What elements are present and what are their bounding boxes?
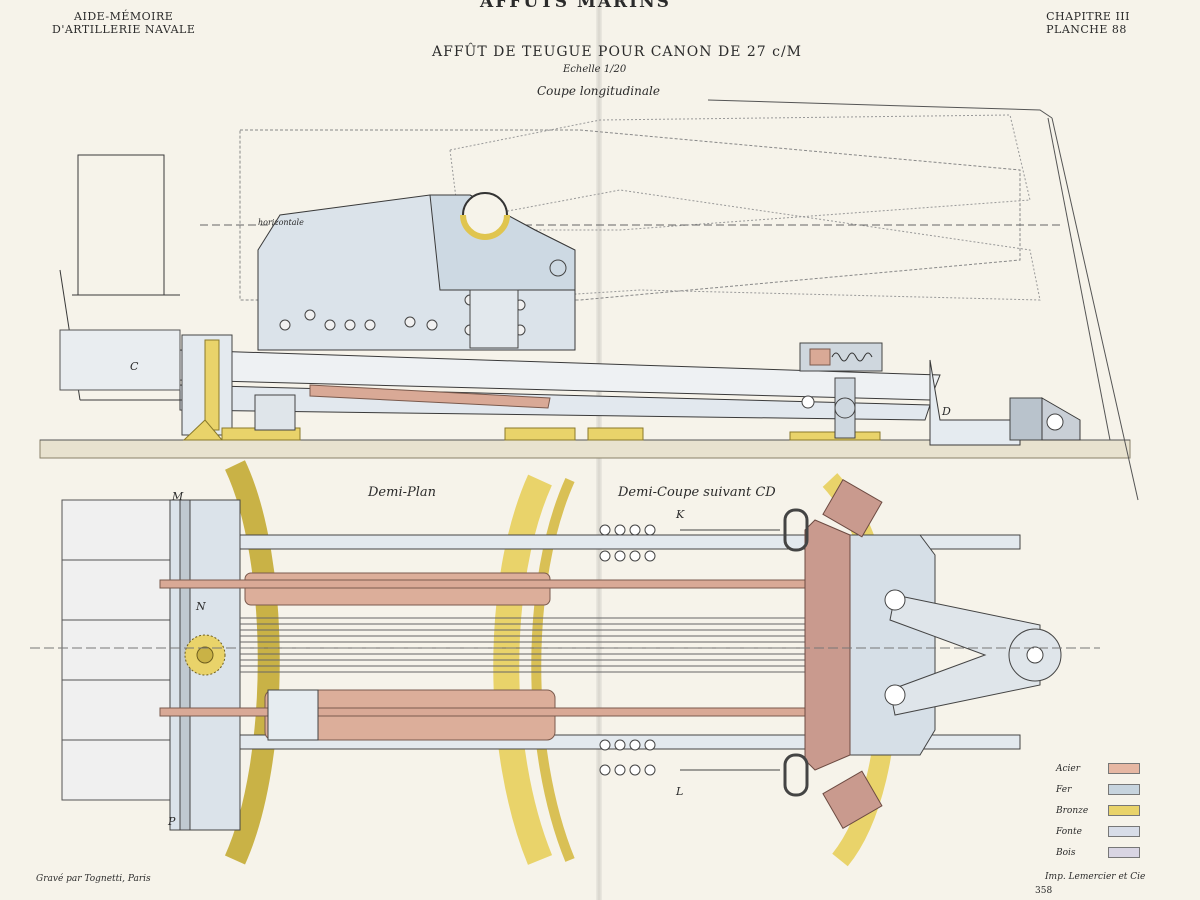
- front-pivot-block: [1009, 397, 1043, 441]
- barrel-ghost-raised: [449, 114, 1031, 231]
- bronze-arc-left: [224, 460, 280, 865]
- legend-label: Bronze: [1056, 805, 1089, 816]
- half-section-label: Demi-Coupe suivant CD: [618, 485, 776, 500]
- recoil-cylinder-upper: [244, 572, 551, 606]
- ref-letter-k: K: [676, 508, 685, 521]
- plate-series-title: AFFÛTS MARINS: [480, 0, 671, 12]
- shield-front-edge: [1051, 117, 1139, 501]
- legend-swatch: [1108, 805, 1140, 816]
- legend-label: Bois: [1056, 847, 1076, 858]
- engraver-credit: Gravé par Tognetti, Paris: [36, 874, 151, 884]
- barrel-ghost-horizontal: [239, 129, 1021, 301]
- ref-letter-m: M: [172, 490, 184, 503]
- rear-ladder: [59, 154, 185, 401]
- legend-item: Fer: [1050, 779, 1140, 800]
- legend-swatch: [1108, 847, 1140, 858]
- steel-bracket: [804, 519, 851, 771]
- chapter-label: CHAPITRE III: [1046, 10, 1130, 23]
- horizontal-label: horizontale: [258, 218, 304, 227]
- legend-label: Acier: [1056, 763, 1081, 774]
- recoil-cylinder: [309, 384, 551, 409]
- legend-item: Bois: [1050, 842, 1140, 863]
- legend-item: Fonte: [1050, 821, 1140, 842]
- header-left: AIDE-MÉMOIRE D'ARTILLERIE NAVALE: [52, 10, 195, 36]
- steel-clip-upper: [822, 478, 883, 538]
- spring-buffer: [799, 342, 883, 372]
- legend-swatch: [1108, 784, 1140, 795]
- legend-swatch: [1108, 763, 1140, 774]
- deck-rollers: [221, 427, 881, 441]
- piston-rod-upper: [159, 579, 861, 589]
- half-plan-view: [30, 460, 1100, 867]
- scale-label: Echelle 1/20: [563, 64, 627, 75]
- legend-label: Fer: [1056, 784, 1072, 795]
- material-legend: Acier Fer Bronze Fonte Bois: [1050, 758, 1140, 863]
- ref-letter-c: C: [130, 360, 139, 373]
- header-left-line1: AIDE-MÉMOIRE: [74, 10, 174, 23]
- half-plan-label: Demi-Plan: [368, 485, 437, 500]
- lifting-eye: [549, 259, 567, 277]
- legend-swatch: [1108, 826, 1140, 837]
- longitudinal-section-label: Coupe longitudinale: [537, 84, 660, 98]
- central-slide-bars: [240, 617, 860, 673]
- rear-platform-1: [61, 499, 183, 561]
- legend-label: Fonte: [1056, 826, 1082, 837]
- ref-letter-n: N: [196, 600, 206, 613]
- steel-clip-lower: [822, 770, 883, 830]
- page-number: 358: [1035, 886, 1053, 896]
- header-left-line2: D'ARTILLERIE NAVALE: [52, 23, 196, 36]
- ref-letter-d: D: [942, 405, 951, 418]
- u-bolt-lower: [783, 753, 809, 797]
- u-bolt-upper: [783, 508, 809, 552]
- legend-item: Bronze: [1050, 800, 1140, 821]
- ref-letter-p: P: [168, 815, 176, 828]
- front-pivot-plate: [849, 534, 936, 756]
- plate-main-title: AFFÛT DE TEUGUE POUR CANON DE 27 c/M: [432, 44, 803, 60]
- longitudinal-section: [39, 99, 1139, 501]
- header-right: CHAPITRE III PLANCHE 88: [1046, 10, 1130, 36]
- printer-credit: Imp. Lemercier et Cie: [1045, 872, 1146, 882]
- legend-item: Acier: [1050, 758, 1140, 779]
- plate-number: PLANCHE 88: [1046, 23, 1127, 36]
- shield-top-rail: [707, 99, 1053, 119]
- piston-rod-lower: [159, 707, 861, 717]
- rail-bolts: [599, 524, 656, 776]
- ref-letter-l: L: [676, 785, 684, 798]
